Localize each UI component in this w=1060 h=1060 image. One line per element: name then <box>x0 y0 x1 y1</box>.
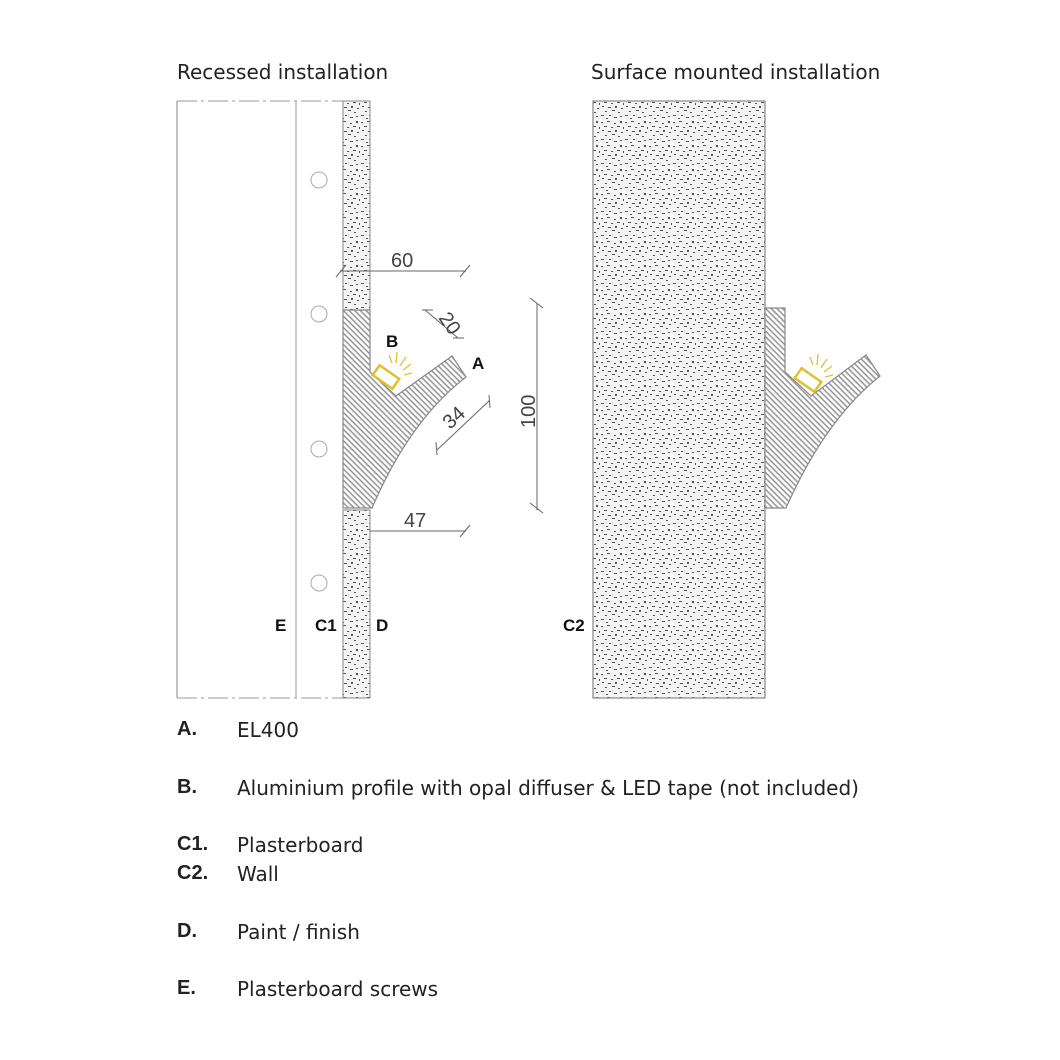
label-d: D <box>376 616 388 635</box>
dim-47: 47 <box>404 510 426 532</box>
screw-icon <box>310 440 328 458</box>
label-a: A <box>472 354 484 373</box>
legend-text: EL400 <box>237 718 299 742</box>
label-b: B <box>386 332 398 351</box>
screw-icon <box>310 305 328 323</box>
legend-key: C2. <box>177 862 209 884</box>
led-profile-icon <box>792 366 824 394</box>
dimension-lines <box>335 264 544 538</box>
plaster-top <box>342 100 371 311</box>
dim-20: 20 <box>434 308 465 339</box>
legend-key: E. <box>177 977 196 999</box>
legend-item: C2. Wall <box>177 862 279 886</box>
dim-100: 100 <box>518 395 540 428</box>
label-c1: C1 <box>315 616 337 635</box>
screw-icon <box>310 171 328 189</box>
legend-item: C1. Plasterboard <box>177 833 363 857</box>
led-profile-icon <box>370 363 402 391</box>
plaster-bottom <box>342 509 371 699</box>
legend-item: A. EL400 <box>177 718 299 742</box>
legend-key: B. <box>177 776 197 798</box>
legend-key: D. <box>177 920 197 942</box>
label-c2: C2 <box>563 616 585 635</box>
screw-icon <box>310 574 328 592</box>
surface-title: Surface mounted installation <box>591 60 881 84</box>
legend-key: A. <box>177 718 197 740</box>
el400-profile <box>342 309 467 509</box>
legend-key: C1. <box>177 833 209 855</box>
label-e: E <box>275 616 286 635</box>
legend-text: Aluminium profile with opal diffuser & L… <box>237 776 859 800</box>
legend-item: D. Paint / finish <box>177 920 360 944</box>
legend-item: B. Aluminium profile with opal diffuser &… <box>177 776 859 800</box>
legend-text: Plasterboard <box>237 833 364 857</box>
recessed-title: Recessed installation <box>177 60 389 84</box>
surface-drawing: C2 <box>563 100 881 699</box>
wall <box>592 100 766 699</box>
legend-text: Wall <box>237 862 279 886</box>
legend-text: Paint / finish <box>237 920 360 944</box>
light-rays-icon <box>388 351 413 376</box>
dim-60: 60 <box>391 250 413 272</box>
el400-profile-surface <box>764 307 881 509</box>
dim-34: 34 <box>439 402 470 433</box>
legend-item: E. Plasterboard screws <box>177 977 438 1001</box>
light-rays-icon <box>809 353 834 378</box>
recessed-drawing: 60 20 34 100 47 B A E C1 D <box>176 100 544 699</box>
legend-text: Plasterboard screws <box>237 977 439 1001</box>
